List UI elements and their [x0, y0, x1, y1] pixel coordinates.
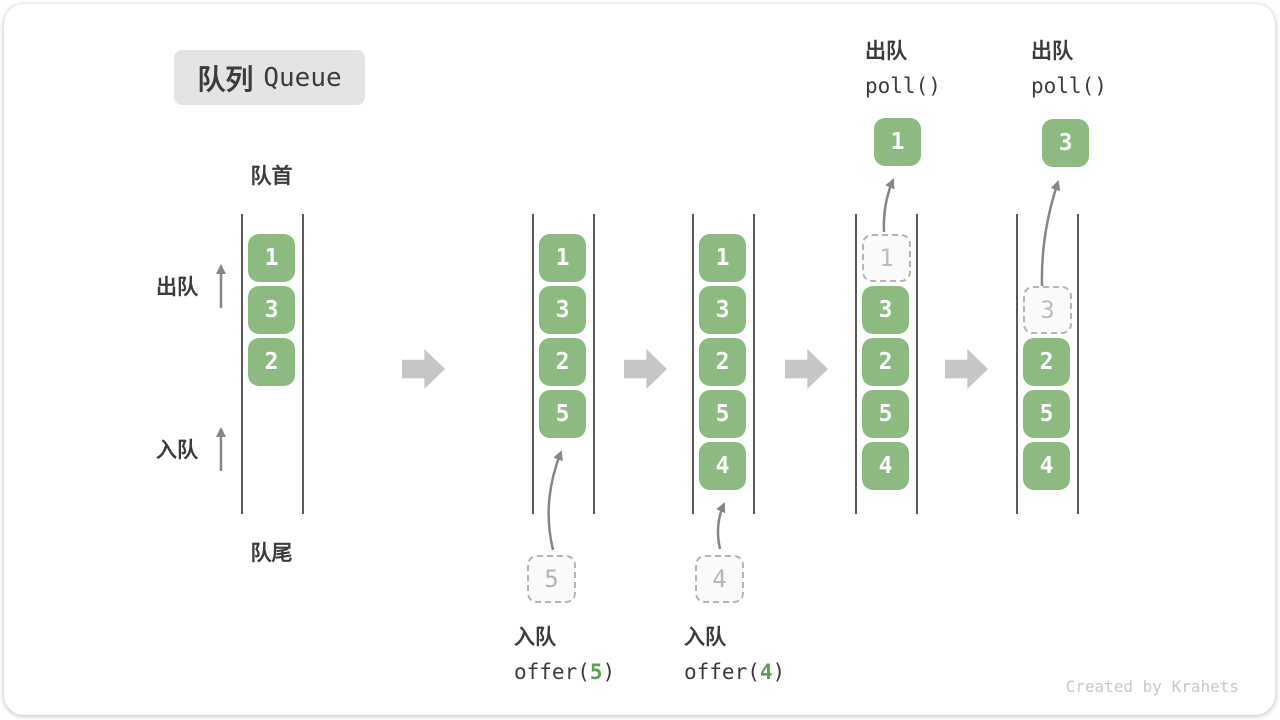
dequeue-zh: 出队 [865, 40, 907, 63]
queue-slot: 3 [862, 286, 909, 334]
diagram-title: 队列 Queue [174, 50, 365, 105]
dequeue-zh: 出队 [1031, 40, 1073, 63]
watermark: Created by Krahets [1065, 677, 1239, 696]
queue-wall [1077, 214, 1079, 514]
queue-slot: 5 [862, 390, 909, 438]
incoming-element: 5 [527, 555, 576, 603]
dequeue-code: poll() [1031, 74, 1107, 98]
queue-wall [753, 214, 755, 514]
queue-slot: 2 [248, 338, 295, 386]
queue-wall [532, 214, 534, 514]
queue-slot: 5 [539, 390, 586, 438]
queue-slot: 5 [1023, 390, 1070, 438]
dequeue-code: poll() [865, 74, 941, 98]
incoming-element: 4 [695, 555, 744, 603]
queue-slot: 3 [248, 286, 295, 334]
queue-front-label: 队首 [250, 165, 293, 188]
step-arrow-icon [945, 349, 988, 389]
queue-wall [855, 214, 857, 514]
enqueue-flow-arrow-icon [547, 450, 563, 551]
queue-rear-label: 队尾 [250, 542, 293, 565]
queue-slot: 2 [1023, 338, 1070, 386]
queue-slot-dashed: 3 [1023, 286, 1072, 334]
dequeue-operation-label: 出队 poll() [865, 34, 941, 104]
enqueue-operation-label: 入队 offer(4) [684, 620, 785, 690]
enqueue-flow-arrow-icon [716, 502, 726, 550]
popped-element: 1 [874, 118, 921, 166]
step-arrow-icon [402, 349, 445, 389]
queue-wall [302, 214, 304, 514]
queue-slot: 2 [539, 338, 586, 386]
queue-slot: 4 [862, 442, 909, 490]
step-arrow-icon [785, 349, 828, 389]
enqueue-operation-label: 入队 offer(5) [514, 620, 615, 690]
queue-slot: 5 [699, 390, 746, 438]
popped-element: 3 [1042, 119, 1089, 167]
queue-slot: 1 [699, 234, 746, 282]
queue-slot: 1 [539, 234, 586, 282]
arrows-layer [216, 178, 1061, 551]
dequeue-operation-label: 出队 poll() [1031, 34, 1107, 104]
queue-wall [692, 214, 694, 514]
title-en: Queue [263, 62, 342, 93]
queue-slot: 2 [699, 338, 746, 386]
dequeue-flow-arrow-icon [1040, 180, 1061, 287]
dequeue-flow-arrow-icon [882, 178, 895, 233]
queue-slot: 3 [699, 286, 746, 334]
enqueue-code: offer(5) [514, 660, 616, 684]
enqueue-code: offer(4) [684, 660, 786, 684]
enqueue-zh: 入队 [514, 626, 556, 649]
step-arrow-icon [624, 349, 667, 389]
dequeue-side-label: 出队 [156, 276, 198, 299]
queue-slot: 2 [862, 338, 909, 386]
enqueue-zh: 入队 [684, 626, 726, 649]
queue-slot: 4 [1023, 442, 1070, 490]
title-zh: 队列 [197, 63, 254, 95]
queue-wall [916, 214, 918, 514]
queue-slot: 4 [699, 442, 746, 490]
queue-wall [241, 214, 243, 514]
enqueue-side-label: 入队 [156, 439, 198, 462]
queue-slot-dashed: 1 [862, 234, 911, 282]
queue-wall [1016, 214, 1018, 514]
queue-wall [593, 214, 595, 514]
queue-slot: 1 [248, 234, 295, 282]
queue-slot: 3 [539, 286, 586, 334]
